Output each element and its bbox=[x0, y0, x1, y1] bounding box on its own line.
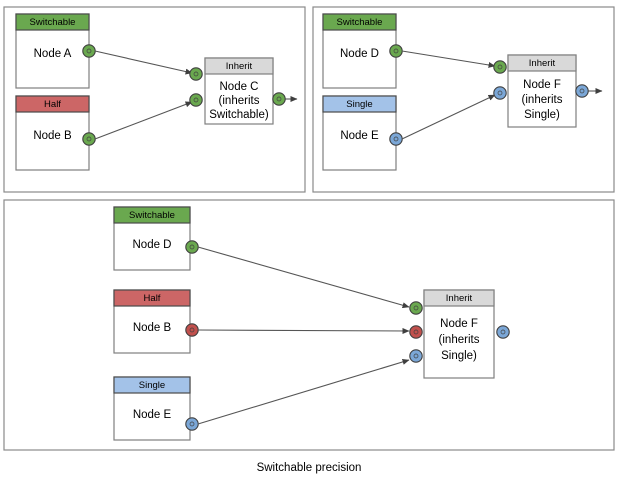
figure-caption: Switchable precision bbox=[257, 462, 362, 474]
node-f-ports bbox=[493, 60, 589, 100]
node-c-output-port[interactable] bbox=[272, 92, 286, 106]
node-a-header-label: Switchable bbox=[30, 17, 76, 28]
node-c-header bbox=[204, 57, 274, 75]
node-e-output-port[interactable] bbox=[389, 132, 403, 146]
node-e-label: Node E bbox=[340, 130, 379, 142]
node-f-header-label: Inherit bbox=[529, 58, 556, 69]
node-f-label-line1: Node F bbox=[523, 79, 561, 91]
node-f-label-line2: (inherits bbox=[522, 94, 563, 106]
node-d-bottom-output-port-inner bbox=[189, 244, 195, 250]
node-c-output-port-inner bbox=[276, 96, 282, 102]
node-d-bottom-label: Node D bbox=[133, 239, 172, 251]
node-e-bottom-output-port-inner bbox=[189, 421, 195, 427]
node-b[interactable]: Half Node B bbox=[15, 95, 96, 171]
node-f-header bbox=[507, 54, 577, 72]
node-f-bottom-input-port-3-inner bbox=[413, 353, 419, 359]
node-f-bottom-input-port-1[interactable] bbox=[409, 301, 423, 315]
node-f-bottom[interactable]: Inherit Node F (inherits Single) bbox=[423, 289, 495, 379]
node-b-output-port-inner bbox=[86, 136, 92, 142]
node-f-bottom-output-port-inner bbox=[500, 329, 506, 335]
node-f-input-port-2[interactable] bbox=[493, 86, 507, 100]
node-c-input-port-2-inner bbox=[193, 97, 199, 103]
node-a[interactable]: Switchable Node A bbox=[15, 13, 96, 89]
node-b-bottom-output-port-inner bbox=[189, 327, 195, 333]
node-d-bottom[interactable]: Switchable Node D bbox=[113, 206, 199, 271]
node-e-bottom[interactable]: Single Node E bbox=[113, 376, 199, 441]
node-b-output-port[interactable] bbox=[82, 132, 96, 146]
edge-node-a-to-node-c bbox=[94, 50, 193, 75]
node-f-bottom-input-port-2[interactable] bbox=[409, 325, 423, 339]
node-f-bottom-header-label: Inherit bbox=[446, 293, 473, 304]
node-f-bottom-input-port-2-inner bbox=[413, 329, 419, 335]
node-f-bottom-output-port[interactable] bbox=[496, 325, 510, 339]
node-c-label-line2: (inherits bbox=[219, 95, 260, 107]
node-d-bottom-header-label: Switchable bbox=[129, 210, 175, 221]
node-a-header bbox=[15, 13, 90, 31]
node-b-header-label: Half bbox=[44, 99, 61, 110]
node-d[interactable]: Switchable Node D bbox=[322, 13, 403, 89]
node-d-output-port[interactable] bbox=[389, 44, 403, 58]
node-e-bottom-output-port[interactable] bbox=[185, 417, 199, 431]
node-c-label-line3: Switchable) bbox=[209, 109, 269, 121]
node-b-bottom-header-label: Half bbox=[144, 293, 161, 304]
node-a-output-port-inner bbox=[86, 48, 92, 54]
node-e-bottom-header bbox=[113, 376, 191, 394]
edge-node-e-bottom-to-node-f-bottom bbox=[197, 359, 410, 425]
node-c-ports bbox=[189, 67, 286, 107]
node-d-label: Node D bbox=[340, 48, 379, 60]
node-f-bottom-ports bbox=[409, 301, 510, 363]
node-f-input-port-2-inner bbox=[497, 90, 503, 96]
panel-top-right: Switchable Node D Single Node E Inherit … bbox=[312, 6, 615, 193]
node-b-header bbox=[15, 95, 90, 113]
node-c-input-port-2[interactable] bbox=[189, 93, 203, 107]
node-f-bottom-label-line2: (inherits bbox=[439, 334, 480, 346]
node-d-header-label: Switchable bbox=[337, 17, 383, 28]
edge-node-b-bottom-to-node-f-bottom bbox=[197, 327, 410, 334]
node-e-output-port-inner bbox=[393, 136, 399, 142]
node-f-bottom-label-line3: Single) bbox=[441, 350, 477, 362]
panel-top-left: Switchable Node A Half Node B Inherit No… bbox=[3, 6, 306, 193]
node-e[interactable]: Single Node E bbox=[322, 95, 403, 171]
node-e-header-label: Single bbox=[346, 99, 372, 110]
node-e-bottom-label: Node E bbox=[133, 409, 172, 421]
node-b-bottom-label: Node B bbox=[133, 322, 172, 334]
node-e-bottom-header-label: Single bbox=[139, 380, 165, 391]
node-c-header-label: Inherit bbox=[226, 61, 253, 72]
node-c-input-port-1-inner bbox=[193, 71, 199, 77]
node-f-bottom-input-port-1-inner bbox=[413, 305, 419, 311]
edge-node-d-bottom-to-node-f-bottom bbox=[197, 246, 410, 309]
panel-bottom: Switchable Node D Half Node B Single Nod… bbox=[3, 199, 615, 451]
node-b-label: Node B bbox=[33, 130, 72, 142]
node-d-output-port-inner bbox=[393, 48, 399, 54]
node-e-header bbox=[322, 95, 397, 113]
node-b-bottom-header bbox=[113, 289, 191, 307]
edge-node-b-to-node-c bbox=[94, 101, 193, 140]
node-c-input-port-1[interactable] bbox=[189, 67, 203, 81]
node-a-output-port[interactable] bbox=[82, 44, 96, 58]
node-d-bottom-output-port[interactable] bbox=[185, 240, 199, 254]
node-f-bottom-header bbox=[423, 289, 495, 307]
node-d-bottom-header bbox=[113, 206, 191, 224]
node-a-label: Node A bbox=[34, 48, 72, 60]
panel-border bbox=[3, 199, 615, 451]
node-d-header bbox=[322, 13, 397, 31]
node-f[interactable]: Inherit Node F (inherits Single) bbox=[507, 54, 577, 128]
node-c-label-line1: Node C bbox=[220, 81, 259, 93]
node-f-input-port-1[interactable] bbox=[493, 60, 507, 74]
node-f-label-line3: Single) bbox=[524, 109, 560, 121]
node-b-bottom[interactable]: Half Node B bbox=[113, 289, 199, 354]
node-f-input-port-1-inner bbox=[497, 64, 503, 70]
node-f-output-port[interactable] bbox=[575, 84, 589, 98]
node-f-output-port-inner bbox=[579, 88, 585, 94]
node-f-bottom-input-port-3[interactable] bbox=[409, 349, 423, 363]
edge-node-d-to-node-f bbox=[401, 50, 496, 68]
node-c[interactable]: Inherit Node C (inherits Switchable) bbox=[204, 57, 274, 125]
node-b-bottom-output-port[interactable] bbox=[185, 323, 199, 337]
edge-node-e-to-node-f bbox=[401, 94, 496, 140]
node-f-bottom-label-line1: Node F bbox=[440, 318, 478, 330]
